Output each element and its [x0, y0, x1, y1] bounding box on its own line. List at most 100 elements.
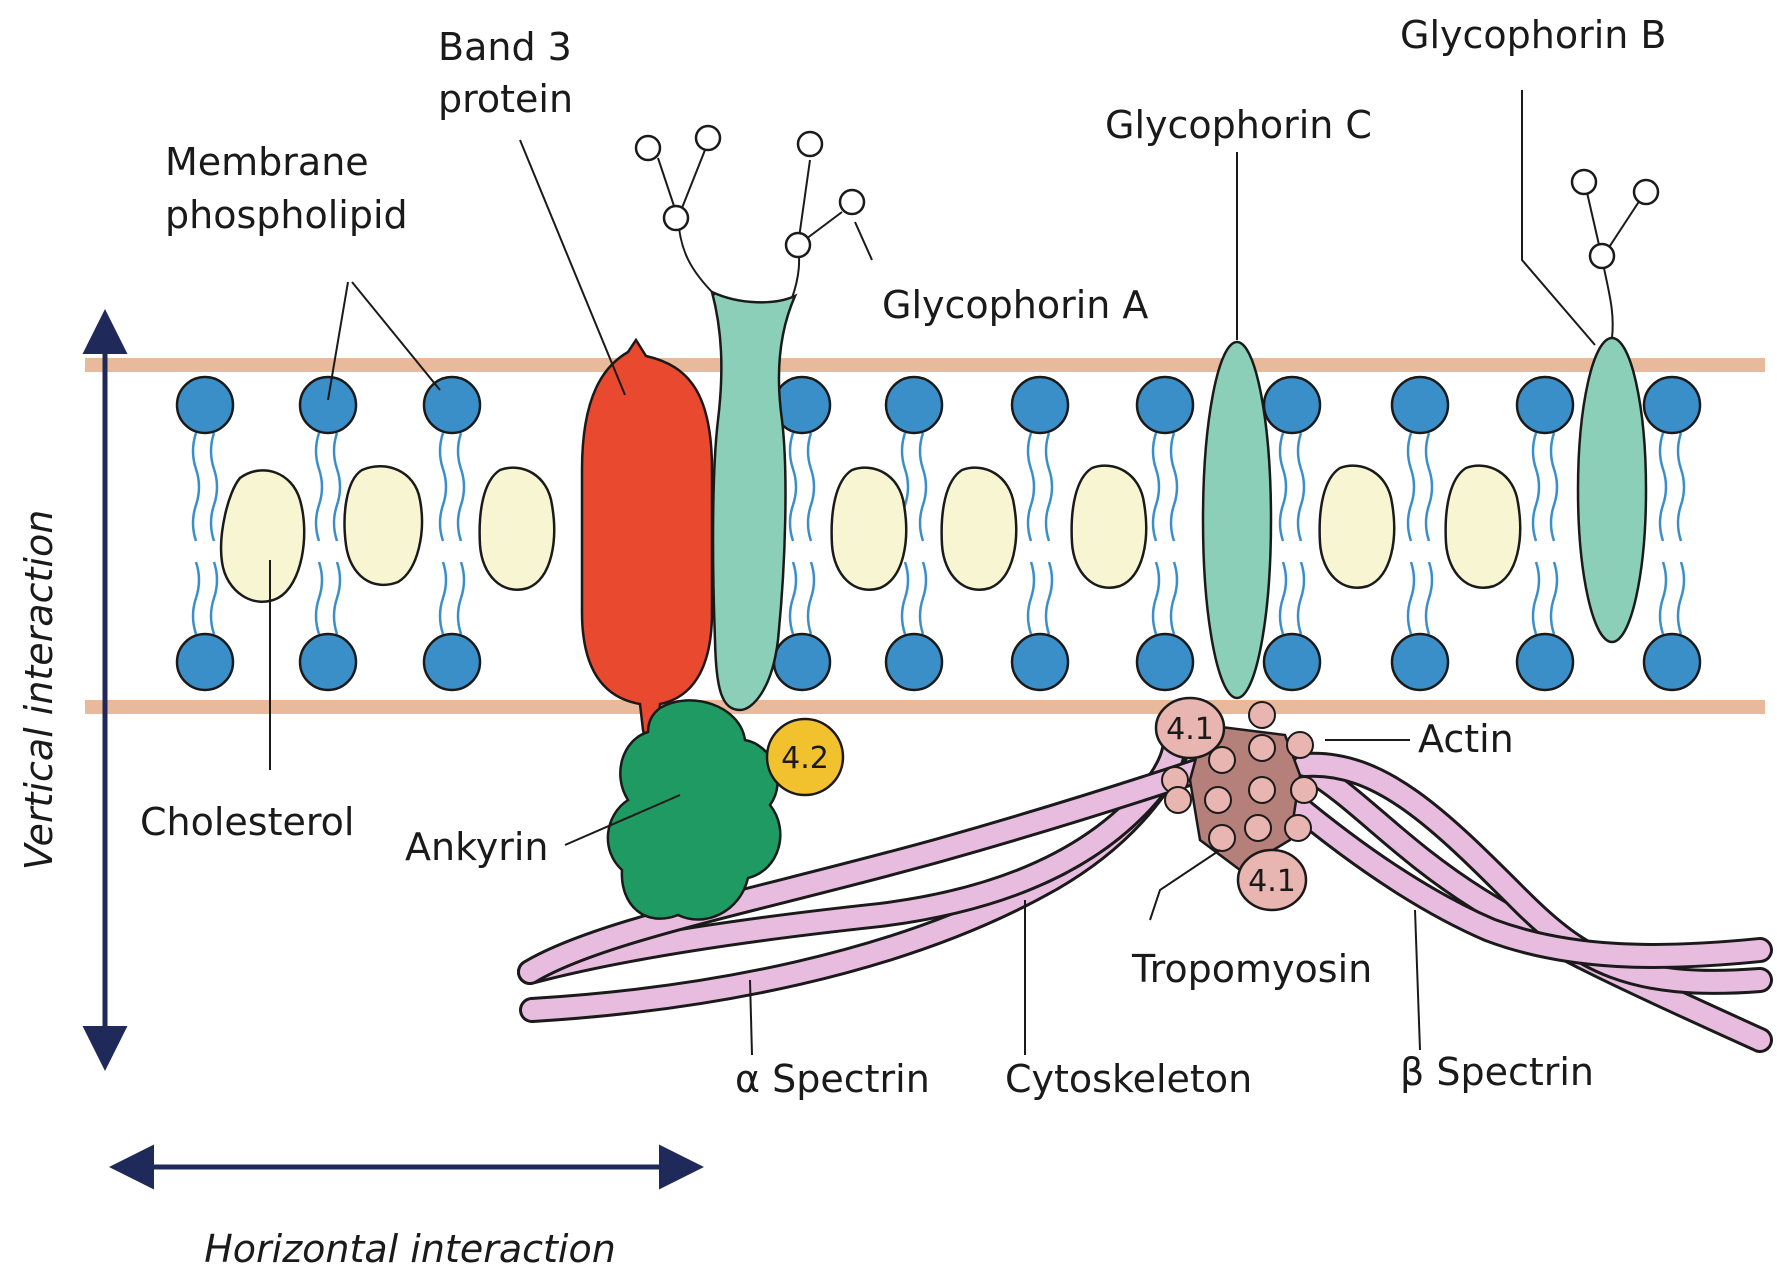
lipid-tail	[1153, 562, 1159, 634]
phospholipid-head	[300, 377, 356, 433]
glycophorin-a-label: Glycophorin A	[882, 283, 1148, 327]
band-3-protein	[582, 340, 712, 739]
svg-text:4.2: 4.2	[781, 741, 829, 776]
outer-membrane-line	[85, 358, 1765, 372]
svg-text:phospholipid: phospholipid	[165, 193, 408, 237]
lipid-tail	[334, 433, 340, 541]
phospholipid-head	[1012, 377, 1068, 433]
lipid-tail	[1533, 433, 1539, 541]
phospholipid-head	[1264, 377, 1320, 433]
actin-bead	[1245, 815, 1271, 841]
lipid-tail	[920, 433, 926, 541]
actin-bead	[1209, 825, 1235, 851]
lipid-tail	[1551, 433, 1557, 541]
lipid-tail	[1298, 433, 1304, 541]
cholesterol-molecule	[1446, 466, 1521, 588]
svg-text:Band 3: Band 3	[438, 25, 572, 69]
actin-bead	[1205, 787, 1231, 813]
cholesterol-molecule	[1072, 466, 1147, 588]
phospholipid-head	[1644, 634, 1700, 690]
band-3-label: Band 3 protein	[438, 25, 573, 121]
protein-4-1-top: 4.1	[1156, 698, 1224, 758]
lipid-tail	[1028, 562, 1034, 634]
lipid-tail	[1171, 562, 1177, 634]
ankyrin-label: Ankyrin	[405, 825, 548, 869]
lipid-tail	[1046, 433, 1052, 541]
phospholipid-head	[1644, 377, 1700, 433]
lipid-tail	[440, 433, 446, 541]
alpha-spectrin-label: α Spectrin	[735, 1057, 930, 1101]
cholesterol-molecule	[345, 466, 422, 585]
phospholipid-head	[1137, 634, 1193, 690]
cholesterol-molecule	[832, 468, 907, 590]
lipid-tail	[1046, 562, 1052, 634]
lipid-tail	[1551, 562, 1557, 634]
lipid-tail	[458, 433, 464, 541]
glycophorin-c-label: Glycophorin C	[1105, 103, 1372, 147]
lipid-tail	[334, 562, 340, 634]
lipid-tail	[1660, 433, 1666, 541]
phospholipid-head	[1517, 634, 1573, 690]
lipid-tail	[920, 562, 926, 634]
svg-text:4.1: 4.1	[1248, 864, 1296, 899]
glycophorin-b-sugar-chain	[1572, 170, 1658, 338]
phospholipid-head	[1392, 634, 1448, 690]
lipid-tail	[902, 562, 908, 634]
lipid-tail	[790, 562, 796, 634]
svg-text:protein: protein	[438, 77, 573, 121]
lipid-tail	[193, 433, 199, 541]
actin-bead	[1249, 702, 1275, 728]
beta-spectrin-label: β Spectrin	[1400, 1050, 1594, 1094]
svg-text:Membrane: Membrane	[165, 140, 369, 184]
lipid-tail	[790, 433, 796, 541]
lipid-tail	[440, 562, 446, 634]
svg-text:4.1: 4.1	[1166, 712, 1214, 747]
lipid-tail	[211, 562, 217, 634]
membrane-phospholipid-label: Membrane phospholipid	[165, 140, 408, 237]
actin-label: Actin	[1418, 717, 1514, 761]
lipid-tail	[316, 562, 322, 634]
phospholipid-head	[1517, 377, 1573, 433]
phospholipid-head	[774, 634, 830, 690]
glycophorin-a-sugar-chain	[636, 126, 864, 298]
lipid-tail	[1408, 562, 1414, 634]
phospholipid-head	[300, 634, 356, 690]
lipid-tail	[808, 433, 814, 541]
lipid-tail	[458, 562, 464, 634]
phospholipid-head	[1012, 634, 1068, 690]
phospholipid-head	[1264, 634, 1320, 690]
lipid-tail	[1426, 433, 1432, 541]
phospholipid-head	[177, 634, 233, 690]
glycophorin-b-label: Glycophorin B	[1400, 13, 1667, 57]
actin-bead	[1165, 787, 1191, 813]
cholesterol-group	[221, 466, 1520, 602]
glycophorin-b	[1578, 338, 1646, 642]
cholesterol-molecule	[942, 468, 1017, 590]
phospholipid-head	[1137, 377, 1193, 433]
phospholipid-head	[424, 377, 480, 433]
lipid-tail	[1280, 433, 1286, 541]
phospholipid-head	[886, 634, 942, 690]
phospholipid-head	[424, 634, 480, 690]
horizontal-interaction-label: Horizontal interaction	[204, 1227, 616, 1271]
lipid-tail	[1280, 562, 1286, 634]
protein-4-2: 4.2	[767, 719, 843, 795]
lipid-tail	[211, 433, 217, 541]
lipid-tail	[1678, 562, 1684, 634]
actin-bead	[1287, 732, 1313, 758]
actin-bead	[1285, 815, 1311, 841]
lipid-tail	[1426, 562, 1432, 634]
cholesterol-label: Cholesterol	[140, 800, 354, 844]
glycophorin-c	[1203, 342, 1271, 698]
vertical-interaction-label: Vertical interaction	[17, 510, 61, 871]
lipid-tail	[1660, 562, 1666, 634]
lipid-tail	[1171, 433, 1177, 541]
tropomyosin-label: Tropomyosin	[1131, 947, 1372, 991]
lipid-tail	[316, 433, 322, 541]
actin-bead	[1249, 735, 1275, 761]
lipid-tail	[193, 562, 199, 634]
protein-4-1-bottom: 4.1	[1238, 850, 1306, 910]
phospholipid-head	[1392, 377, 1448, 433]
lipid-tail	[1298, 562, 1304, 634]
